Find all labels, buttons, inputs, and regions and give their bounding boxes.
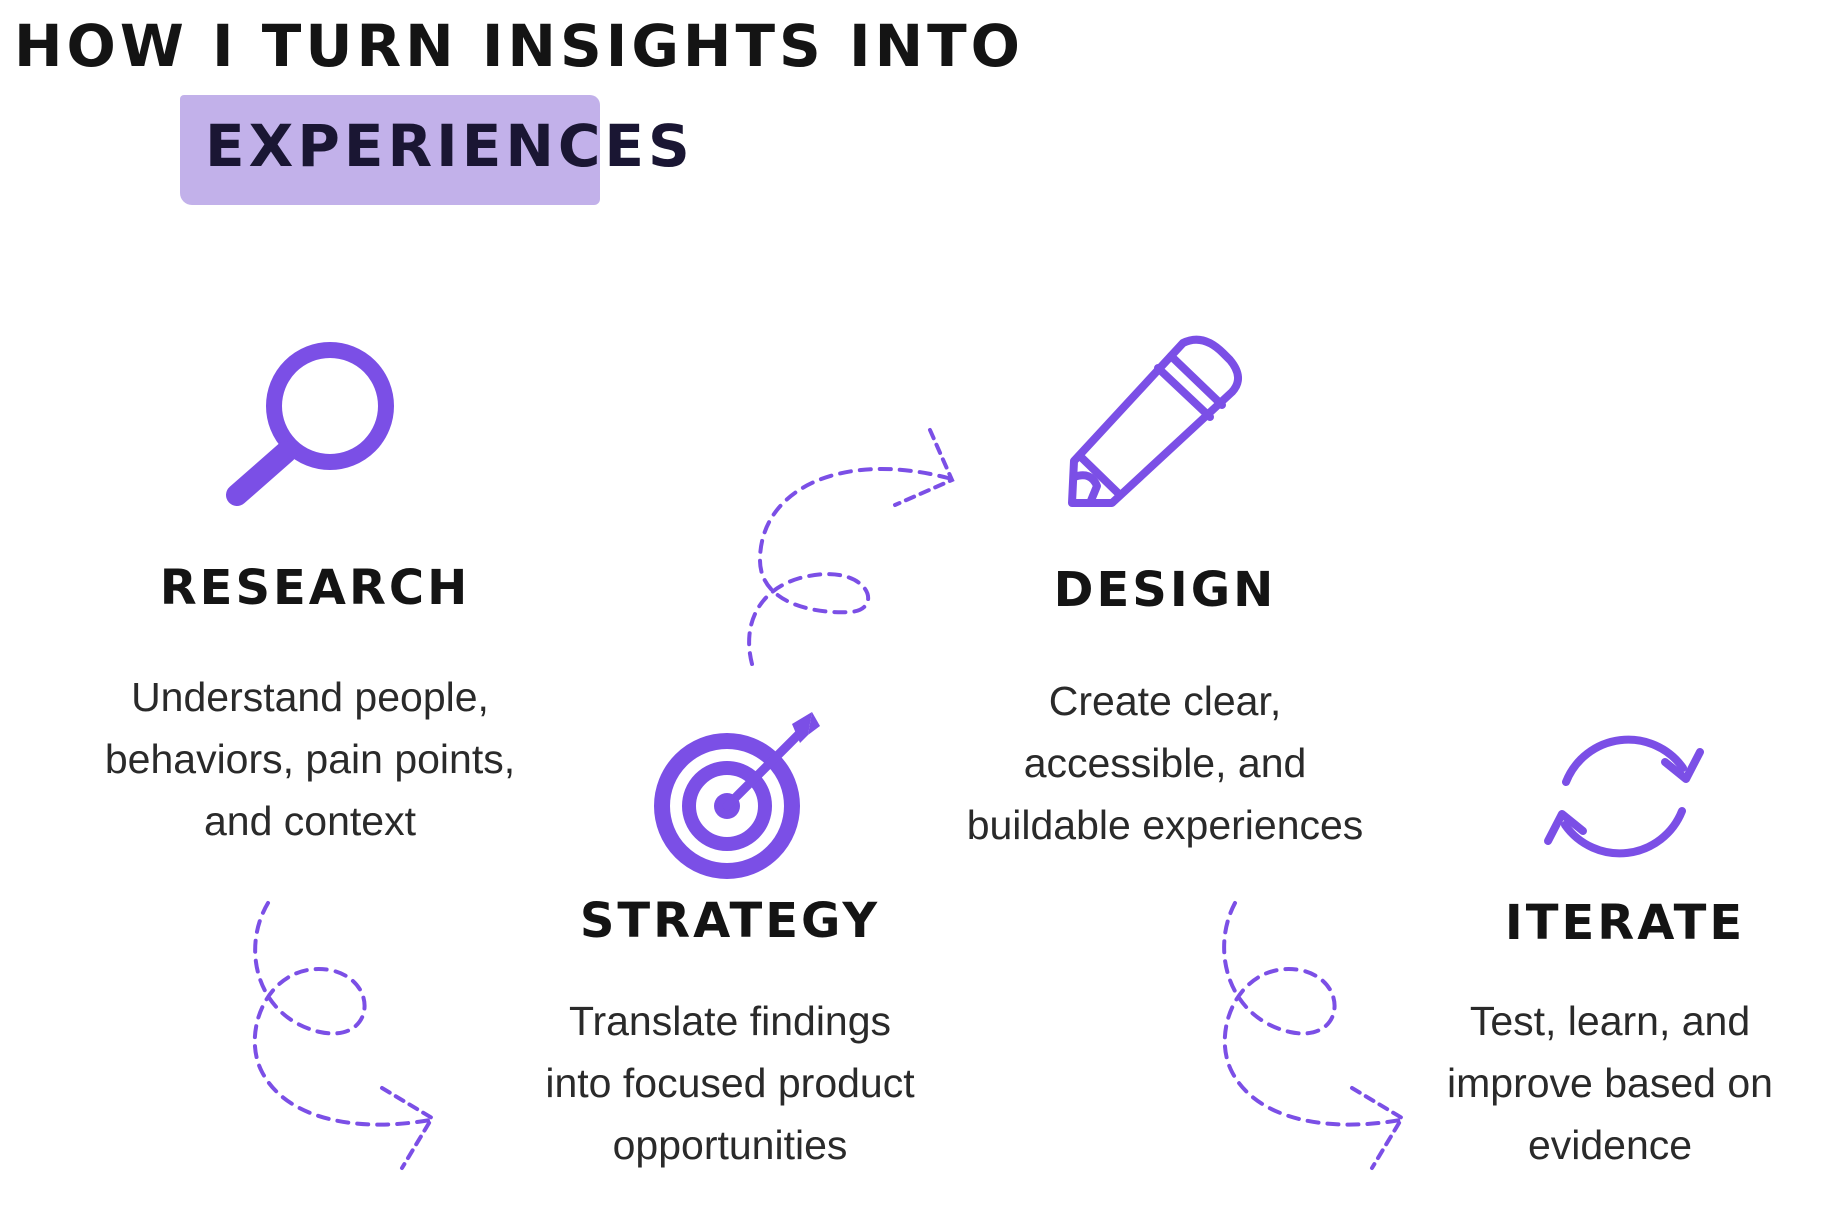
design-description: Create clear, accessible, and buildable … — [900, 670, 1430, 856]
page-title: HOW I TURN INSIGHTS INTO — [14, 12, 1024, 80]
strategy-description: Translate findings into focused product … — [480, 990, 980, 1176]
target-icon — [654, 712, 820, 879]
design-desc-line: Create clear, — [1048, 678, 1282, 724]
research-desc-line: behaviors, pain points, — [104, 736, 516, 782]
design-desc-line: accessible, and — [1023, 740, 1307, 786]
title-highlight — [180, 95, 600, 205]
strategy-desc-line: into focused product — [545, 1060, 915, 1106]
research-desc-line: Understand people, — [131, 674, 489, 720]
research-description: Understand people, behaviors, pain point… — [60, 666, 560, 852]
iterate-description: Test, learn, and improve based on eviden… — [1390, 990, 1830, 1176]
magnifying-glass-icon — [226, 342, 394, 506]
research-heading: RESEARCH — [159, 560, 471, 616]
design-heading: DESIGN — [1053, 562, 1277, 618]
design-desc-line: buildable experiences — [966, 802, 1364, 848]
iterate-desc-line: Test, learn, and — [1469, 998, 1751, 1044]
research-to-strategy-arrow — [252, 901, 432, 1127]
page-title-emphasis: EXPERIENCES — [205, 112, 694, 180]
refresh-cycle-icon — [1544, 735, 1704, 858]
iterate-heading: ITERATE — [1504, 895, 1746, 951]
arrowhead-strategy — [380, 1086, 435, 1170]
pencil-icon — [1068, 335, 1242, 507]
strategy-desc-line: Translate findings — [568, 998, 892, 1044]
arrowhead-iterate — [1350, 1086, 1405, 1170]
iterate-desc-line: improve based on — [1447, 1060, 1773, 1106]
arrowhead-design — [893, 428, 955, 507]
strategy-desc-line: opportunities — [612, 1122, 848, 1168]
research-desc-line: and context — [204, 798, 416, 844]
strategy-heading: STRATEGY — [579, 893, 881, 949]
design-to-iterate-arrow — [1222, 901, 1402, 1127]
strategy-to-design-arrow — [747, 467, 950, 666]
iterate-desc-line: evidence — [1527, 1122, 1693, 1168]
